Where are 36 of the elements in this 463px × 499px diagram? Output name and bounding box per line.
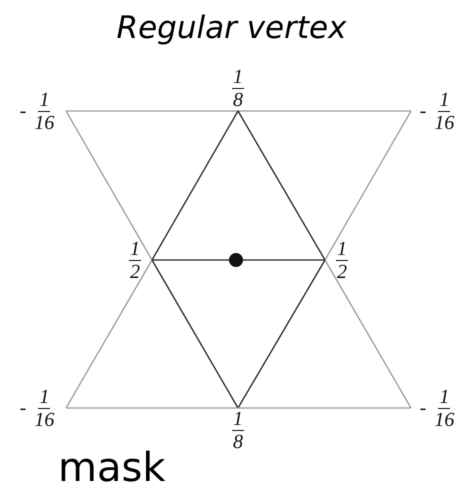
mesh-edge-line xyxy=(152,259,229,261)
denominator: 16 xyxy=(434,408,454,430)
numerator: 1 xyxy=(438,386,450,408)
denominator: 2 xyxy=(130,261,140,282)
diagram-title: Regular vertex xyxy=(116,10,348,46)
minus-sign: - xyxy=(420,396,426,420)
mesh-edge-line xyxy=(66,407,238,409)
numerator: 1 xyxy=(38,386,50,408)
mesh-edge-line xyxy=(238,110,411,112)
mesh-edge-line xyxy=(66,110,238,112)
numerator: 1 xyxy=(336,239,348,261)
numerator: 1 xyxy=(438,90,450,112)
denominator: 8 xyxy=(233,89,243,110)
minus-sign: - xyxy=(420,100,426,122)
mesh-edge-line xyxy=(65,260,153,408)
mesh-edge-line xyxy=(324,110,412,260)
mesh-edge-line xyxy=(151,260,239,408)
mesh-edge-line xyxy=(243,259,325,261)
mesh-edge-line xyxy=(238,407,411,409)
caption: mask xyxy=(58,448,166,488)
numerator: 1 xyxy=(129,239,141,261)
denominator: 8 xyxy=(233,431,243,452)
mesh-edge-line xyxy=(237,110,326,260)
numerator: 1 xyxy=(232,67,244,89)
numerator: 1 xyxy=(38,90,50,112)
denominator: 16 xyxy=(34,408,54,430)
denominator: 16 xyxy=(434,112,454,132)
numerator: 1 xyxy=(232,409,244,431)
mesh-edge-line xyxy=(237,260,326,408)
minus-sign: - xyxy=(20,100,26,122)
denominator: 2 xyxy=(337,261,347,282)
minus-sign: - xyxy=(20,396,26,420)
denominator: 16 xyxy=(34,112,54,132)
mesh-edge-line xyxy=(65,110,153,260)
mesh-edge-line xyxy=(151,110,239,260)
mesh-edge-line xyxy=(324,260,412,408)
